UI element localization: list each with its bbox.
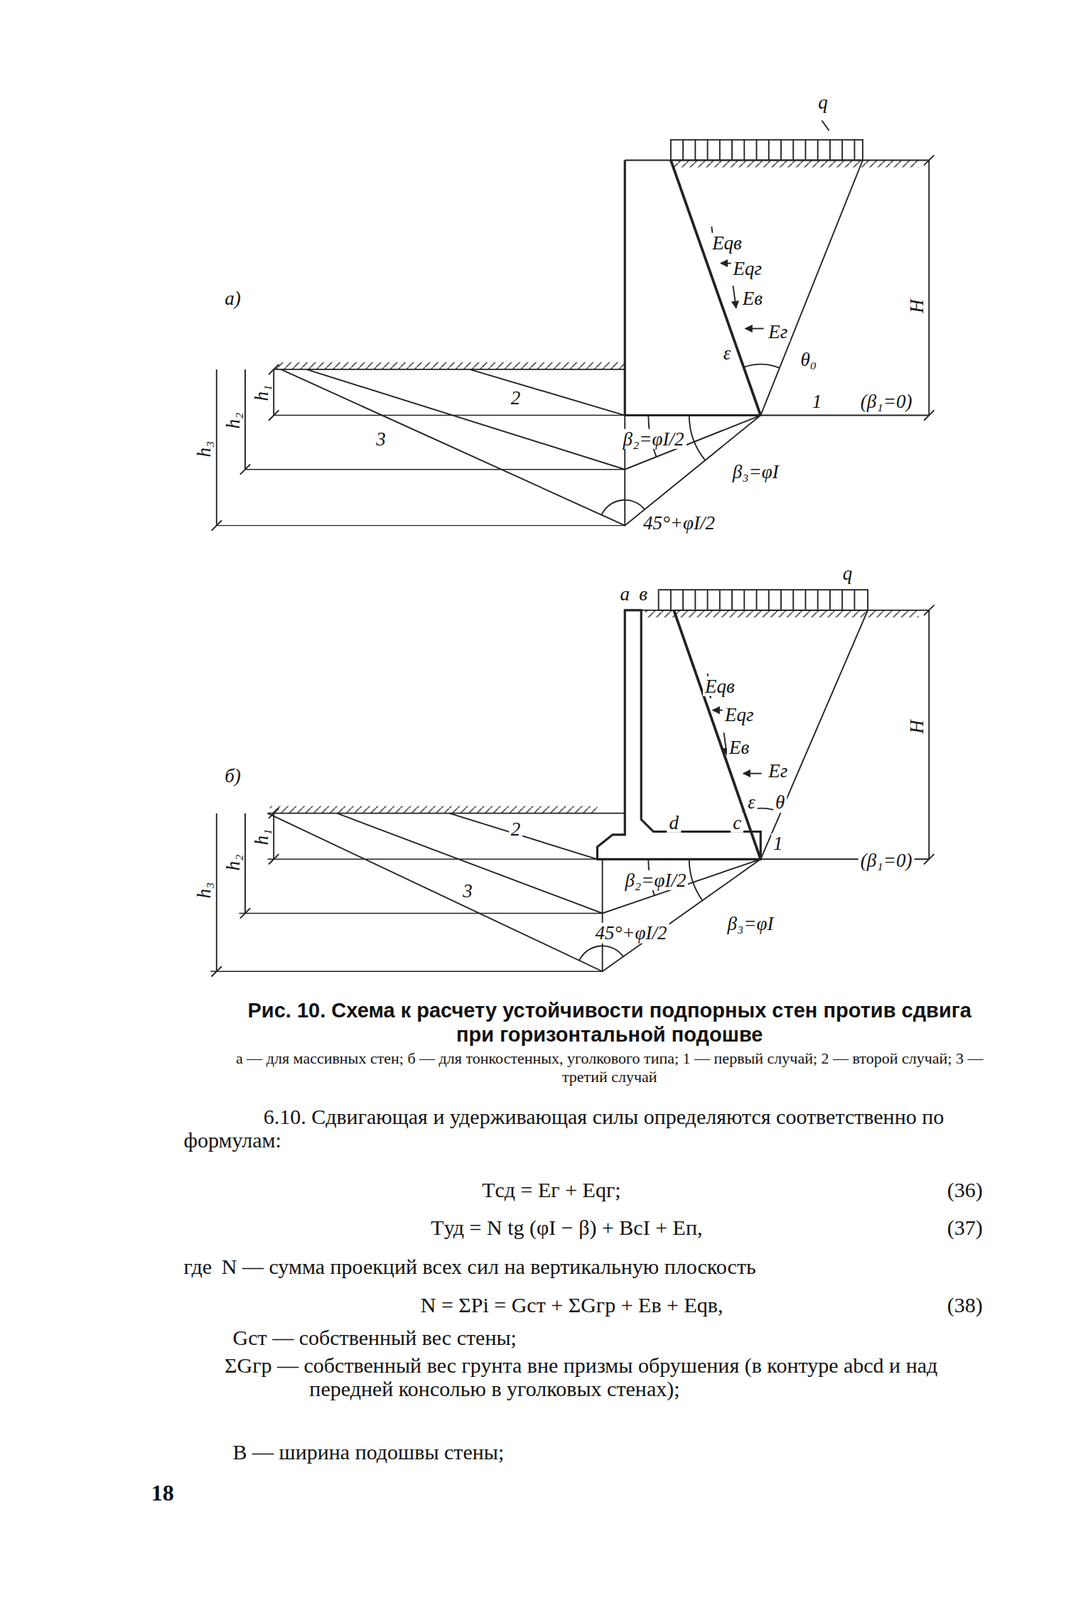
figure-label: б) xyxy=(222,766,244,786)
slip-surface-3 xyxy=(267,813,762,973)
figure-label: Eqв xyxy=(709,233,745,253)
figure-label: H xyxy=(906,717,927,737)
slip-surface-1 xyxy=(449,813,597,860)
force-arrow xyxy=(733,285,737,309)
figure-label: Eqв xyxy=(702,675,737,696)
figure-label: θ₀ xyxy=(798,349,820,370)
figure-label: H xyxy=(906,297,927,316)
dimension-line xyxy=(216,369,274,526)
figure-label: Eqг xyxy=(722,704,757,725)
page-number: 18 xyxy=(151,1479,175,1506)
figure-label: β₂=φI/2 xyxy=(622,869,688,890)
dim-extension xyxy=(210,859,603,972)
ground-line xyxy=(273,368,625,371)
dim-extension xyxy=(216,415,625,526)
dimension-line xyxy=(216,813,274,973)
figure-label: q xyxy=(840,563,855,584)
body-text: а — для массивных стен; б — для тонкосте… xyxy=(216,1049,1003,1087)
figure-label: h₁ xyxy=(251,383,272,404)
figure-label: c xyxy=(730,813,744,833)
ground-hatch xyxy=(269,806,597,814)
figure-label: h₁ xyxy=(251,827,272,848)
figure-label: 1 xyxy=(810,390,825,411)
force-arrow xyxy=(743,773,762,775)
figure-label: (β₁=0) xyxy=(858,850,915,871)
angle-arc xyxy=(689,859,703,901)
body-text: 6.10. Сдвигающая и удерживающая силы опр… xyxy=(184,1105,986,1152)
figure-label: Eв xyxy=(727,737,752,758)
ground-line xyxy=(624,609,929,612)
force-arrow xyxy=(745,328,764,330)
figure-label: β₃=φI xyxy=(725,913,777,934)
body-text: N — сумма проекций всех сил на вертикаль… xyxy=(221,1254,757,1278)
prism-line xyxy=(760,159,863,416)
slip-surface-3 xyxy=(280,369,761,526)
wall-outline xyxy=(596,610,761,860)
load-strip xyxy=(670,140,863,161)
prism-line xyxy=(760,610,868,860)
figure-label: 1 xyxy=(771,833,786,854)
figure-a xyxy=(211,120,935,531)
figure-label: β₃=φI xyxy=(730,461,782,482)
body-text: Gст — собственный вес стены; xyxy=(233,1326,517,1350)
figure-label: ε xyxy=(721,343,734,364)
dimension-line xyxy=(923,154,934,421)
figure-label: β₂=φI/2 xyxy=(621,429,687,450)
dim-extension xyxy=(760,415,929,417)
figure-label: 2 xyxy=(508,388,524,408)
figure-label: ε xyxy=(745,792,758,813)
figure-label: 2 xyxy=(508,818,524,839)
figure-label: h₂ xyxy=(222,410,243,432)
body-text: где xyxy=(184,1254,212,1278)
dim-ticks xyxy=(211,364,280,531)
figure-label: θ xyxy=(773,792,787,813)
figure-label: в xyxy=(636,584,650,605)
load-ticks xyxy=(682,140,855,161)
figure-label: h₃ xyxy=(194,439,214,460)
figure-label: q xyxy=(815,92,831,113)
figure-label: (β₁=0) xyxy=(858,390,915,411)
figure-caption: Рис. 10. Схема к расчету устойчивости по… xyxy=(236,998,983,1047)
load-ticks xyxy=(670,589,855,611)
body-text: ΣGгр — собственный вес грунта вне призмы… xyxy=(309,1353,983,1401)
figure-label: h₃ xyxy=(194,879,214,901)
angle-arc xyxy=(601,500,646,516)
body-text: N = ΣPi = Gст + ΣGгр + Eв + Eqв, xyxy=(420,1293,724,1317)
figure-label: Eв xyxy=(740,287,765,308)
ground-line xyxy=(267,813,626,836)
figure-label: 3 xyxy=(373,429,389,450)
angle-arc xyxy=(689,415,706,461)
figure-label: Eг xyxy=(766,321,790,342)
ground-hatch xyxy=(673,159,919,168)
leader xyxy=(821,120,829,131)
figure-label: d xyxy=(667,813,682,833)
load-strip xyxy=(658,589,868,611)
figure-label: а) xyxy=(222,287,244,308)
body-text: (38) xyxy=(947,1293,983,1317)
figure-label: 3 xyxy=(460,881,475,902)
ground-hatch xyxy=(645,610,919,618)
figure-label: Eqг xyxy=(730,258,764,279)
figure-label: Eг xyxy=(766,761,790,782)
slip-surface-1 xyxy=(469,369,625,416)
figure-label: 45°+φI/2 xyxy=(592,923,669,944)
body-text: Tуд = N tg (φI − β) + BcI + Eп, xyxy=(430,1215,703,1240)
slip-surface-2 xyxy=(336,813,761,914)
body-text: Tсд = Eг + Eqг; xyxy=(481,1177,621,1202)
ground-hatch xyxy=(275,362,625,370)
slip-surface-2 xyxy=(306,369,761,470)
figure-label: h₂ xyxy=(222,852,243,874)
angle-arc xyxy=(743,364,780,369)
figure-label: а xyxy=(618,584,633,605)
body-text: (37) xyxy=(947,1215,983,1240)
wall-line xyxy=(601,859,604,972)
dim-ticks xyxy=(211,808,280,977)
figure-b xyxy=(210,589,934,977)
body-text: B — ширина подошвы стены; xyxy=(233,1440,505,1464)
body-text: (36) xyxy=(947,1177,983,1202)
figure-label: 45°+φI/2 xyxy=(641,512,718,533)
slip-plane xyxy=(673,610,761,860)
angle-arc xyxy=(579,945,624,961)
